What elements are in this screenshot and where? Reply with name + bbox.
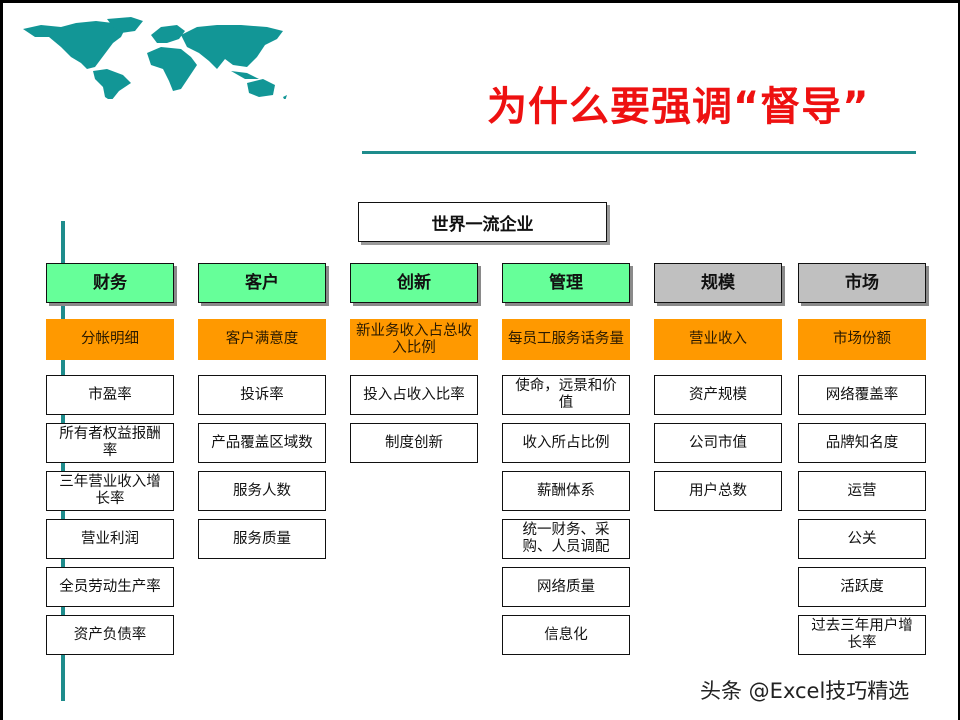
- category-header: 财务: [46, 263, 174, 303]
- kpi-box: 每员工服务话务量: [502, 319, 630, 360]
- metric-item: 服务质量: [198, 519, 326, 559]
- root-node: 世界一流企业: [358, 202, 607, 242]
- metric-item: 投诉率: [198, 375, 326, 415]
- kpi-box: 市场份额: [798, 319, 926, 360]
- metric-item: 品牌知名度: [798, 423, 926, 463]
- watermark: 头条 @Excel技巧精选: [700, 679, 910, 703]
- category-header: 客户: [198, 263, 326, 303]
- metric-item: 薪酬体系: [502, 471, 630, 511]
- world-map-icon: [23, 17, 287, 99]
- category-header: 创新: [350, 263, 478, 303]
- category-header: 管理: [502, 263, 630, 303]
- metric-item: 三年营业收入增长率: [46, 471, 174, 511]
- page-title: 为什么要强调“督导”: [487, 84, 870, 130]
- metric-item: 公关: [798, 519, 926, 559]
- metric-item: 使命，远景和价值: [502, 375, 630, 415]
- kpi-box: 新业务收入占总收入比例: [350, 319, 478, 360]
- metric-item: 活跃度: [798, 567, 926, 607]
- metric-item: 信息化: [502, 615, 630, 655]
- metric-item: 市盈率: [46, 375, 174, 415]
- metric-item: 制度创新: [350, 423, 478, 463]
- metric-item: 资产规模: [654, 375, 782, 415]
- kpi-box: 营业收入: [654, 319, 782, 360]
- metric-item: 资产负债率: [46, 615, 174, 655]
- category-header: 规模: [654, 263, 782, 303]
- metric-item: 运营: [798, 471, 926, 511]
- metric-item: 全员劳动生产率: [46, 567, 174, 607]
- metric-item: 用户总数: [654, 471, 782, 511]
- category-header: 市场: [798, 263, 926, 303]
- metric-item: 投入占收入比率: [350, 375, 478, 415]
- metric-item: 收入所占比例: [502, 423, 630, 463]
- metric-item: 公司市值: [654, 423, 782, 463]
- kpi-box: 分帐明细: [46, 319, 174, 360]
- metric-item: 网络质量: [502, 567, 630, 607]
- kpi-box: 客户满意度: [198, 319, 326, 360]
- title-divider: [362, 151, 916, 154]
- metric-item: 营业利润: [46, 519, 174, 559]
- metric-item: 所有者权益报酬率: [46, 423, 174, 463]
- metric-item: 过去三年用户增长率: [798, 615, 926, 655]
- metric-item: 服务人数: [198, 471, 326, 511]
- metric-item: 统一财务、采购、人员调配: [502, 519, 630, 559]
- metric-item: 产品覆盖区域数: [198, 423, 326, 463]
- slide: 为什么要强调“督导” 世界一流企业 财务分帐明细市盈率所有者权益报酬率三年营业收…: [3, 3, 958, 720]
- metric-item: 网络覆盖率: [798, 375, 926, 415]
